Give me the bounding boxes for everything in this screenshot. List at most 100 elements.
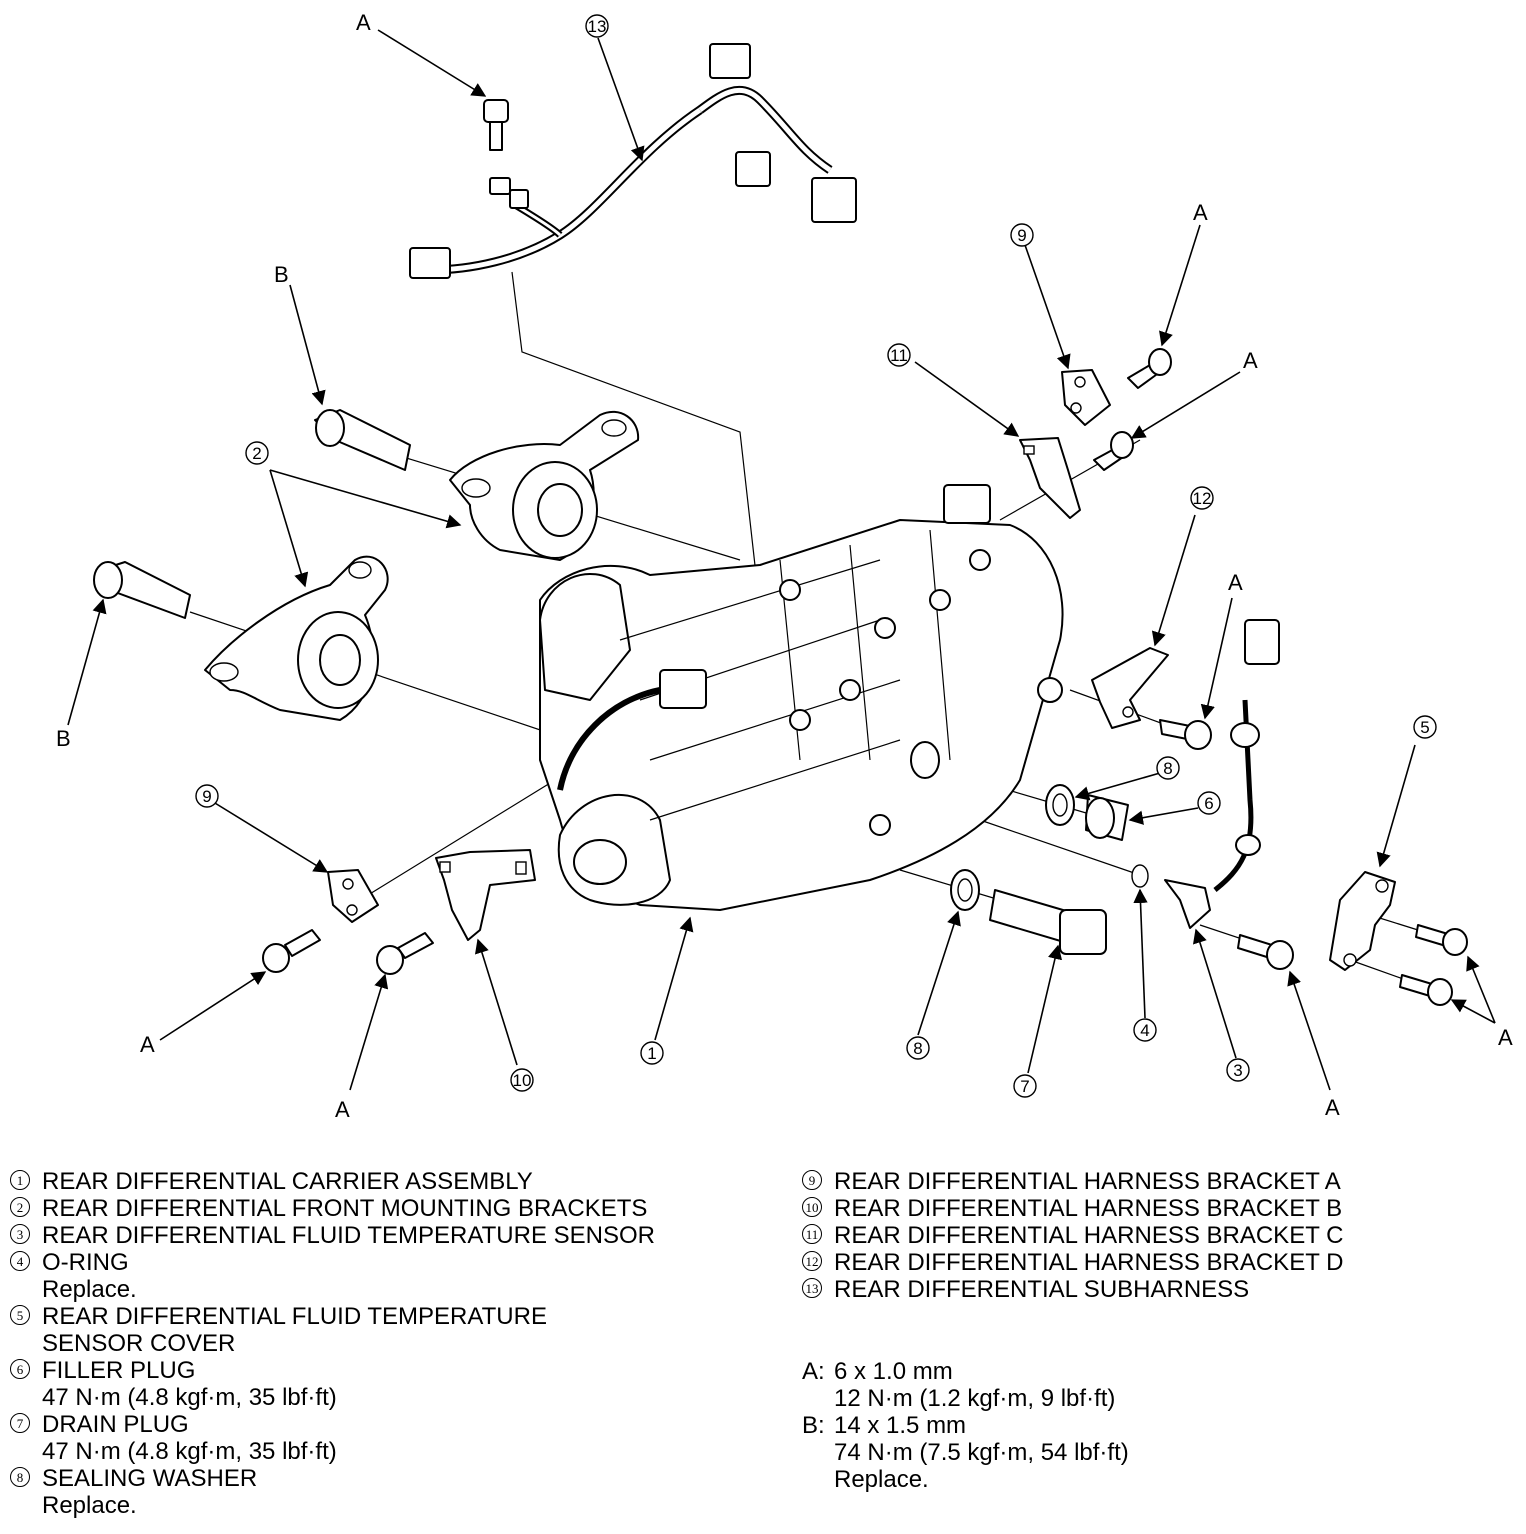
legend-note: Replace. [42, 1276, 137, 1303]
legend-number-badge: 12 [802, 1249, 834, 1271]
legend-note: 47 N·m (4.8 kgf·m, 35 lbf·ft) [42, 1438, 337, 1465]
legend-number-badge: 10 [802, 1195, 834, 1217]
legend-number: 2 [10, 1197, 30, 1217]
fastener-size: 6 x 1.0 mm [834, 1358, 953, 1385]
callout-2: 2 [245, 441, 269, 465]
exploded-view-diagram: A B B A A A A A A A 13 2 9 11 12 5 8 6 9… [56, 10, 1513, 1122]
callout-10: 10 [510, 1068, 534, 1092]
svg-text:2: 2 [252, 444, 261, 463]
legend-number: 9 [802, 1170, 822, 1190]
legend-number-badge: 2 [10, 1195, 42, 1217]
legend-number: 13 [802, 1278, 822, 1298]
sealing-washer-filler [1045, 784, 1075, 826]
fastener-spec-row: A: 6 x 1.0 mm [802, 1358, 1502, 1385]
legend-text: FILLER PLUG [42, 1357, 196, 1384]
harness-bracket-d [1091, 647, 1169, 729]
svg-text:5: 5 [1420, 718, 1429, 737]
callout-9-lower: 9 [195, 784, 219, 808]
label-a-lower-left-2: A [335, 1097, 350, 1122]
legend-note: Replace. [42, 1492, 137, 1519]
filler-plug [1085, 794, 1129, 841]
legend-text: DRAIN PLUG [42, 1411, 189, 1438]
front-mounting-bracket-upper [449, 410, 640, 561]
legend-note: 47 N·m (4.8 kgf·m, 35 lbf·ft) [42, 1384, 337, 1411]
label-a-sensor: A [1325, 1095, 1340, 1120]
svg-text:9: 9 [202, 787, 211, 806]
bolt-a-group [262, 99, 1468, 1006]
legend-number: 5 [10, 1305, 30, 1325]
svg-text:8: 8 [913, 1039, 922, 1058]
legend-text: REAR DIFFERENTIAL HARNESS BRACKET A [834, 1168, 1341, 1195]
legend-number: 12 [802, 1251, 822, 1271]
legend-number-badge: 6 [10, 1357, 42, 1379]
legend-number: 1 [10, 1170, 30, 1190]
legend-number-badge: 9 [802, 1168, 834, 1190]
callout-4: 4 [1133, 1018, 1157, 1042]
mounting-bolt-b-upper [314, 409, 411, 471]
fluid-temperature-sensor-cover [1329, 871, 1396, 971]
legend-text: REAR DIFFERENTIAL FLUID TEMPERATURE SENS… [42, 1222, 655, 1249]
svg-text:7: 7 [1020, 1077, 1029, 1096]
svg-text:4: 4 [1140, 1021, 1149, 1040]
fastener-size: 14 x 1.5 mm [834, 1412, 967, 1439]
label-b-upper: B [274, 262, 289, 287]
legend-text: SEALING WASHER [42, 1465, 258, 1492]
callout-8-upper: 8 [1156, 756, 1180, 780]
legend-number: 8 [10, 1467, 30, 1487]
legend-item-9: 9 REAR DIFFERENTIAL HARNESS BRACKET A [802, 1168, 1502, 1195]
svg-text:9: 9 [1017, 226, 1026, 245]
legend-item-3: 3 REAR DIFFERENTIAL FLUID TEMPERATURE SEN… [10, 1222, 750, 1249]
svg-text:8: 8 [1163, 759, 1172, 778]
bolt-a-cover-1 [1415, 924, 1468, 956]
label-a-top: A [356, 10, 371, 35]
legend-number-badge: 11 [802, 1222, 834, 1244]
callout-9-upper: 9 [1010, 223, 1034, 247]
harness-bracket-a-upper [1061, 369, 1111, 426]
svg-text:10: 10 [513, 1071, 532, 1090]
callout-12: 12 [1190, 486, 1214, 510]
rear-differential-carrier-assembly [539, 484, 1064, 911]
harness-bracket-c [1019, 437, 1081, 519]
legend-text: REAR DIFFERENTIAL HARNESS BRACKET D [834, 1249, 1344, 1276]
label-b-lower: B [56, 726, 71, 751]
fastener-torque: 12 N·m (1.2 kgf·m, 9 lbf·ft) [834, 1385, 1116, 1412]
callout-8-lower: 8 [906, 1036, 930, 1060]
callout-numbers: 13 2 9 11 12 5 8 6 9 1 10 8 7 4 3 [195, 14, 1437, 1098]
bolt-a-right-2 [1093, 431, 1134, 471]
legend-number-badge: 3 [10, 1222, 42, 1244]
legend-text: REAR DIFFERENTIAL SUBHARNESS [834, 1276, 1250, 1303]
callout-11: 11 [887, 343, 911, 367]
bolt-a-lower-left-1 [262, 929, 321, 973]
legend-text: REAR DIFFERENTIAL HARNESS BRACKET B [834, 1195, 1343, 1222]
legend-number-badge: 4 [10, 1249, 42, 1271]
legend-item-2: 2 REAR DIFFERENTIAL FRONT MOUNTING BRACKE… [10, 1195, 750, 1222]
bolt-a-top [483, 99, 509, 151]
svg-text:6: 6 [1204, 794, 1213, 813]
legend-number-badge: 13 [802, 1276, 834, 1298]
svg-text:12: 12 [1193, 489, 1212, 508]
legend-item-12: 12 REAR DIFFERENTIAL HARNESS BRACKET D [802, 1249, 1502, 1276]
bolt-a-cover-2 [1399, 974, 1453, 1006]
callout-3: 3 [1226, 1058, 1250, 1082]
fastener-key: A: [802, 1358, 825, 1385]
label-a-lower-left-1: A [140, 1032, 155, 1057]
legend-number: 3 [10, 1224, 30, 1244]
drain-plug [989, 889, 1107, 955]
callout-7: 7 [1013, 1074, 1037, 1098]
legend-number: 11 [802, 1224, 822, 1244]
mounting-bolt-b-lower [93, 561, 191, 619]
front-mounting-bracket-lower [204, 555, 389, 721]
svg-text:3: 3 [1233, 1061, 1242, 1080]
legend-number: 7 [10, 1413, 30, 1433]
svg-text:11: 11 [890, 346, 908, 365]
legend-text: REAR DIFFERENTIAL FRONT MOUNTING BRACKET… [42, 1195, 648, 1222]
fastener-spec-row: B:14 x 1.5 mm [802, 1412, 1502, 1439]
legend-item-7: 7 DRAIN PLUG [10, 1411, 750, 1438]
svg-text:1: 1 [647, 1044, 656, 1063]
